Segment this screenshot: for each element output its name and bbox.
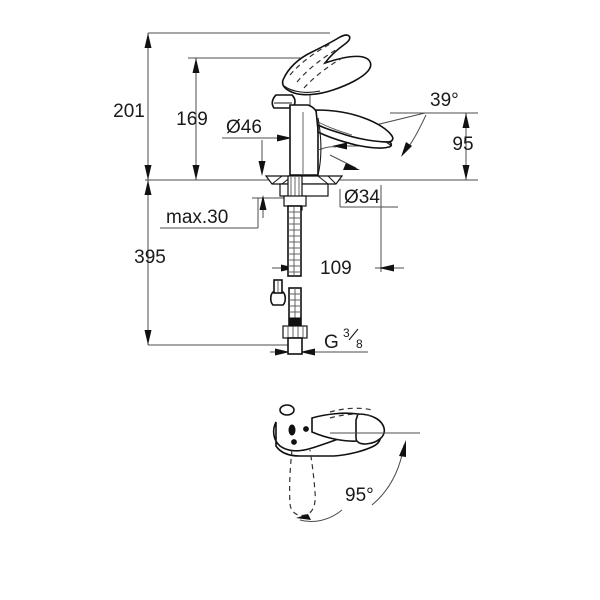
dimension-thread-g38: G 3 8: [270, 326, 368, 356]
label-spout-reach: 109: [320, 258, 352, 279]
dimension-169: 169: [176, 58, 208, 180]
label-base-diameter: Ø34: [344, 187, 380, 208]
faucet-spout: [315, 109, 394, 176]
label-thread-numerator: 3: [343, 326, 350, 340]
extension-lines: [145, 32, 478, 346]
label-spout-projection: 95: [452, 134, 473, 155]
dimension-395: 395: [134, 180, 166, 345]
dimension-max-30: max.30: [166, 195, 267, 228]
label-max-deck-thickness: max.30: [166, 207, 228, 228]
faucet-lever-handle: [275, 34, 372, 101]
dimension-angle-39: 39°: [401, 90, 459, 157]
label-thread-denominator: 8: [356, 337, 363, 351]
dimension-95: 95: [452, 113, 474, 180]
top-plan-view: 95°: [272, 404, 420, 523]
label-thread-prefix: G: [324, 332, 339, 353]
faucet-side-fitting: [269, 279, 287, 306]
faucet-body: [289, 104, 319, 176]
faucet-flex-hose: [282, 205, 308, 355]
faucet-deck-mount: [264, 175, 344, 211]
dimension-angle-95: 95°: [296, 440, 406, 523]
dimension-201: 201: [113, 33, 152, 180]
label-body-diameter: Ø46: [226, 117, 262, 138]
label-swivel-angle: 95°: [345, 485, 374, 506]
front-elevation-view: 201 169 395 Ø46: [113, 32, 478, 356]
dimension-diameter-46: Ø46: [226, 117, 292, 142]
label-spout-height: 169: [176, 109, 208, 130]
label-hose-length: 395: [134, 247, 166, 268]
label-spout-angle: 39°: [430, 90, 459, 111]
dimension-diameter-34: Ø34: [344, 187, 380, 208]
label-total-height: 201: [113, 101, 145, 122]
